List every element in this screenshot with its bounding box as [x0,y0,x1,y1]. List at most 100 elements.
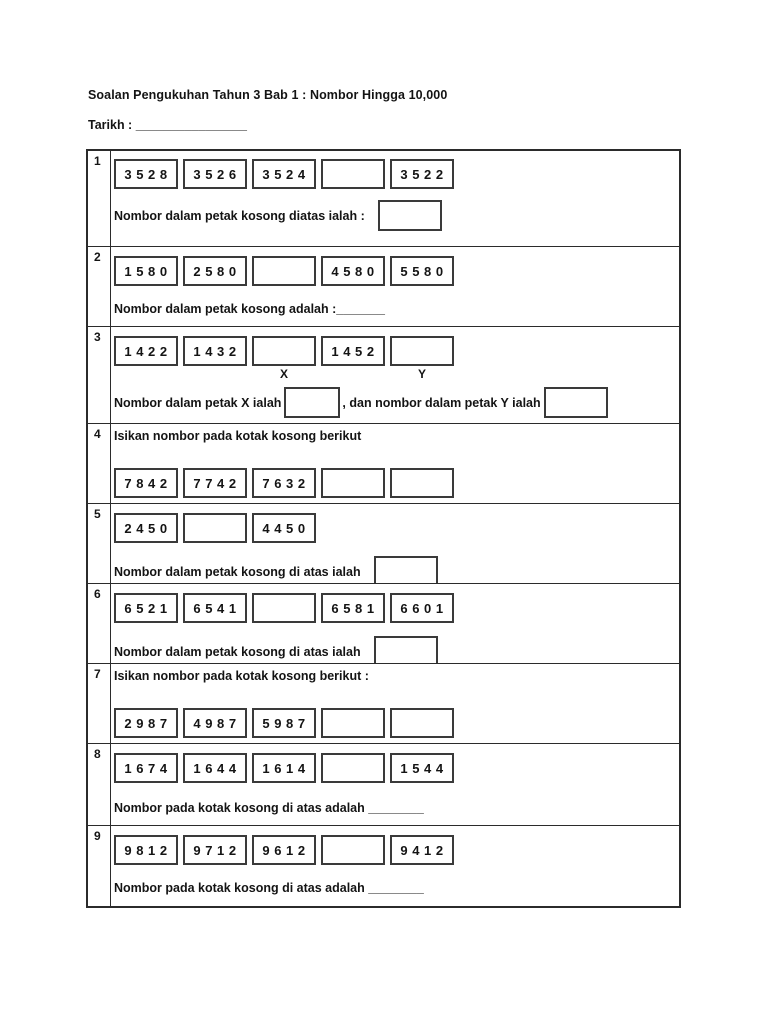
number-sequence: 1 4 2 2 1 4 3 2 1 4 5 2 [114,336,679,366]
number-box: 9 4 1 2 [390,835,454,865]
question-row-4: 4 Isikan nombor pada kotak kosong beriku… [88,424,679,504]
empty-number-box[interactable] [321,835,385,865]
number-box: 1 5 8 0 [114,256,178,286]
empty-number-box[interactable] [321,753,385,783]
number-box: 1 6 4 4 [183,753,247,783]
empty-number-box[interactable] [252,593,316,623]
question-prompt-x: Nombor dalam petak X ialah [114,395,282,410]
question-cell: 3 5 2 8 3 5 2 6 3 5 2 4 3 5 2 2 Nombor d… [111,151,679,246]
empty-number-box[interactable] [321,468,385,498]
empty-number-box[interactable] [321,159,385,189]
question-prompt: Nombor dalam petak kosong adalah :______… [114,302,385,316]
question-row-7: 7 Isikan nombor pada kotak kosong beriku… [88,664,679,744]
number-box: 1 6 1 4 [252,753,316,783]
question-row-9: 9 9 8 1 2 9 7 1 2 9 6 1 2 9 4 1 2 Nombor… [88,826,679,906]
question-cell: Isikan nombor pada kotak kosong berikut … [111,424,679,503]
question-prompt-y: , dan nombor dalam petak Y ialah [342,395,541,410]
question-row-8: 8 1 6 7 4 1 6 4 4 1 6 1 4 1 5 4 4 Nombor… [88,744,679,826]
answer-box[interactable] [373,636,438,663]
question-prompt-line: Nombor dalam petak X ialah , dan nombor … [114,387,679,418]
box-labels: X Y [114,367,679,381]
empty-number-box-y[interactable] [390,336,454,366]
number-sequence: 2 9 8 7 4 9 8 7 5 9 8 7 [114,708,679,738]
number-box: 2 4 5 0 [114,513,178,543]
number-sequence: 1 6 7 4 1 6 4 4 1 6 1 4 1 5 4 4 [114,753,679,783]
question-number: 1 [88,151,111,246]
number-box: 6 5 4 1 [183,593,247,623]
question-prompt: Nombor dalam petak kosong di atas ialah [114,564,361,579]
question-cell: 1 4 2 2 1 4 3 2 1 4 5 2 X Y Nombor dalam… [111,327,679,423]
number-box: 3 5 2 6 [183,159,247,189]
number-box: 6 6 0 1 [390,593,454,623]
question-cell: 1 5 8 0 2 5 8 0 4 5 8 0 5 5 8 0 Nombor d… [111,247,679,326]
number-box: 4 9 8 7 [183,708,247,738]
empty-number-box[interactable] [183,513,247,543]
question-number: 8 [88,744,111,825]
question-prompt: Nombor pada kotak kosong di atas adalah … [114,801,424,815]
empty-number-box[interactable] [321,708,385,738]
number-sequence: 9 8 1 2 9 7 1 2 9 6 1 2 9 4 1 2 [114,835,679,865]
question-prompt-line: Nombor dalam petak kosong di atas ialah [114,636,679,663]
number-box: 9 8 1 2 [114,835,178,865]
number-box: 7 6 3 2 [252,468,316,498]
question-number: 7 [88,664,111,743]
number-box: 2 5 8 0 [183,256,247,286]
question-number: 6 [88,584,111,663]
number-sequence: 3 5 2 8 3 5 2 6 3 5 2 4 3 5 2 2 [114,159,679,189]
number-sequence: 2 4 5 0 4 4 5 0 [114,513,679,543]
answer-box-x[interactable] [284,387,341,418]
number-box: 6 5 8 1 [321,593,385,623]
question-row-3: 3 1 4 2 2 1 4 3 2 1 4 5 2 X Y Nom [88,327,679,424]
question-row-1: 1 3 5 2 8 3 5 2 6 3 5 2 4 3 5 2 2 Nombor… [88,151,679,247]
empty-number-box[interactable] [252,256,316,286]
question-cell: 2 4 5 0 4 4 5 0 Nombor dalam petak koson… [111,504,679,583]
question-prompt: Nombor dalam petak kosong diatas ialah : [114,208,365,223]
number-box: 6 5 2 1 [114,593,178,623]
number-box: 9 7 1 2 [183,835,247,865]
number-box: 3 5 2 2 [390,159,454,189]
question-number: 9 [88,826,111,906]
empty-number-box[interactable] [390,708,454,738]
question-prompt-line: Nombor dalam petak kosong diatas ialah : [114,200,679,231]
number-box: 3 5 2 4 [252,159,316,189]
number-box: 4 5 8 0 [321,256,385,286]
empty-number-box-x[interactable] [252,336,316,366]
question-cell: 6 5 2 1 6 5 4 1 6 5 8 1 6 6 0 1 Nombor d… [111,584,679,663]
number-sequence: 1 5 8 0 2 5 8 0 4 5 8 0 5 5 8 0 [114,256,679,286]
questions-table: 1 3 5 2 8 3 5 2 6 3 5 2 4 3 5 2 2 Nombor… [86,149,681,908]
number-box: 9 6 1 2 [252,835,316,865]
number-box: 4 4 5 0 [252,513,316,543]
question-instruction: Isikan nombor pada kotak kosong berikut [114,429,362,443]
question-prompt: Nombor pada kotak kosong di atas adalah … [114,881,424,895]
number-box: 5 9 8 7 [252,708,316,738]
number-box: 1 5 4 4 [390,753,454,783]
question-row-2: 2 1 5 8 0 2 5 8 0 4 5 8 0 5 5 8 0 Nombor… [88,247,679,327]
number-box: 7 8 4 2 [114,468,178,498]
number-sequence: 7 8 4 2 7 7 4 2 7 6 3 2 [114,468,679,498]
question-instruction: Isikan nombor pada kotak kosong berikut … [114,669,369,683]
number-box: 1 4 5 2 [321,336,385,366]
question-number: 3 [88,327,111,423]
number-box: 1 6 7 4 [114,753,178,783]
question-cell: 9 8 1 2 9 7 1 2 9 6 1 2 9 4 1 2 Nombor p… [111,826,679,906]
question-prompt-line: Nombor pada kotak kosong di atas adalah … [114,801,679,815]
label-x: X [279,367,288,381]
answer-box[interactable] [377,200,442,231]
answer-box-y[interactable] [543,387,608,418]
question-row-5: 5 2 4 5 0 4 4 5 0 Nombor dalam petak kos… [88,504,679,584]
date-field: Tarikh : ________________ [88,118,247,132]
question-prompt-line: Nombor pada kotak kosong di atas adalah … [114,881,679,895]
empty-number-box[interactable] [390,468,454,498]
label-y: Y [417,367,426,381]
question-number: 4 [88,424,111,503]
question-prompt-line: Nombor dalam petak kosong di atas ialah [114,556,679,583]
question-number: 5 [88,504,111,583]
number-box: 7 7 4 2 [183,468,247,498]
number-box: 1 4 2 2 [114,336,178,366]
answer-box[interactable] [373,556,438,583]
number-box: 2 9 8 7 [114,708,178,738]
question-cell: Isikan nombor pada kotak kosong berikut … [111,664,679,743]
question-prompt-line: Nombor dalam petak kosong adalah :______… [114,302,679,316]
number-box: 3 5 2 8 [114,159,178,189]
